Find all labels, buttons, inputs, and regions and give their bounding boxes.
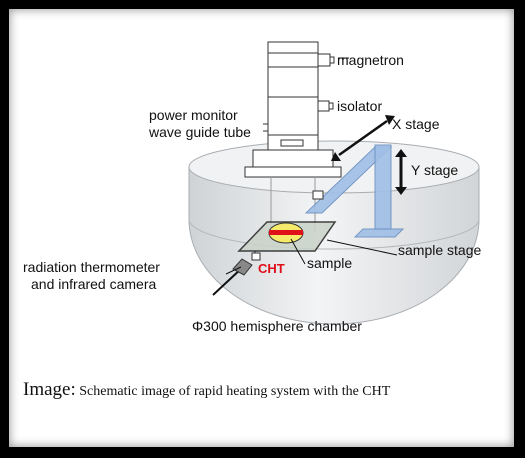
heating-system-diagram: magnetron isolator power monitor wave gu… <box>23 41 481 334</box>
label-hemisphere-chamber: Φ300 hemisphere chamber <box>192 318 362 334</box>
label-x-stage: X stage <box>392 116 440 132</box>
magnetron-tower <box>244 41 342 231</box>
figure-caption: Image: Schematic image of rapid heating … <box>23 379 503 403</box>
label-isolator: isolator <box>337 98 382 114</box>
label-sample: sample <box>307 255 352 271</box>
label-infrared-camera: and infrared camera <box>31 276 157 292</box>
caption-text: Schematic image of rapid heating system … <box>79 384 391 399</box>
radiation-thermometer <box>212 258 253 296</box>
label-magnetron: magnetron <box>337 52 404 68</box>
label-y-stage: Y stage <box>411 162 458 178</box>
label-sample-stage: sample stage <box>398 242 481 258</box>
label-cht: CHT <box>258 261 285 276</box>
x-stage-arrow <box>331 115 395 161</box>
label-radiation-thermometer: radiation thermometer <box>23 259 160 275</box>
caption-heading: Image: <box>23 379 76 400</box>
sample-stage <box>237 221 337 261</box>
y-stage-arrow <box>395 149 407 195</box>
leader-lines <box>225 57 398 275</box>
xy-stage-arm <box>304 144 405 238</box>
label-power-monitor: power monitor <box>149 107 238 123</box>
label-wave-guide-tube: wave guide tube <box>148 124 251 140</box>
figure-panel: magnetron isolator power monitor wave gu… <box>9 9 514 447</box>
